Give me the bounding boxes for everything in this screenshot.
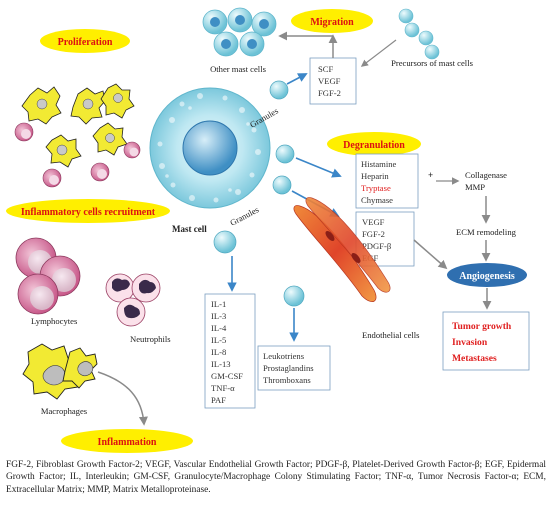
degranulation-oval: Degranulation: [327, 132, 421, 156]
macrophages-to-inflammation-arrow: [97, 371, 148, 426]
granule-contents-box: Histamine Heparin Tryptase Chymase: [355, 153, 419, 209]
lymphocytes-label: Lymphocytes: [31, 316, 78, 326]
inflammation-oval: Inflammation: [61, 429, 193, 453]
cytokine-item: TNF-α: [211, 383, 235, 393]
growth-factor-item: VEGF: [318, 76, 341, 86]
vegf-to-angiogenesis-arrow: [413, 239, 448, 270]
inflammation-label: Inflammation: [98, 437, 157, 448]
granule-content-item: Chymase: [361, 195, 393, 205]
lipid-item: Thromboxans: [263, 375, 311, 385]
tumor-outcome-item: Metastases: [452, 353, 497, 364]
granule-icons: [213, 80, 305, 307]
migration-label: Migration: [310, 17, 354, 28]
other-mast-cells-label: Other mast cells: [210, 64, 266, 74]
mast-cell-label: Mast cell: [172, 224, 207, 234]
precursors-icon: [398, 8, 440, 60]
mast-cell-icon: [149, 87, 271, 209]
granule-to-growth-factors-arrow: [286, 73, 308, 85]
tryptase-item: Tryptase: [361, 183, 391, 193]
tumor-outcomes-box: Tumor growth Invasion Metastases: [442, 311, 530, 371]
precursors-arrow: [360, 39, 397, 67]
growth-factor-item: FGF-2: [318, 88, 341, 98]
tumor-outcome-item: Tumor growth: [452, 321, 512, 332]
angio-factor-item: VEGF: [362, 217, 385, 227]
inflammatory-cells-icon: [14, 83, 141, 188]
cytokine-item: IL-5: [211, 335, 226, 345]
angio-factor-item: PDGF-β: [362, 241, 391, 251]
cytokine-item: IL-1: [211, 299, 226, 309]
lipid-mediators-box: Leukotriens Prostaglandins Thromboxans: [257, 345, 331, 391]
cytokine-item: IL-13: [211, 359, 231, 369]
cytokines-box: IL-1 IL-3 IL-4 IL-5 IL-8 IL-13 GM-CSF TN…: [204, 293, 256, 409]
tumor-outcome-item: Invasion: [452, 337, 488, 348]
granule-content-item: Heparin: [361, 171, 389, 181]
growth-factor-item: SCF: [318, 64, 334, 74]
granule-content-item: Histamine: [361, 159, 397, 169]
plus-sign: +: [428, 170, 433, 180]
granules-label-bottom: Granules: [228, 204, 261, 228]
cytokine-item: IL-8: [211, 347, 226, 357]
precursors-label: Precursors of mast cells: [391, 58, 474, 68]
inflammatory-recruitment-oval: Inflammatory cells recruitment: [6, 199, 170, 223]
neutrophils-icon: [105, 273, 161, 327]
migration-oval: Migration: [291, 9, 373, 33]
lipid-item: Prostaglandins: [263, 363, 314, 373]
other-mast-cells-icon: [202, 7, 277, 57]
endothelial-cells-icon: [293, 197, 391, 303]
figure-caption: FGF-2, Fibroblast Growth Factor-2; VEGF,…: [6, 460, 546, 495]
macrophages-icon: [22, 343, 98, 400]
neutrophils-label: Neutrophils: [130, 334, 171, 344]
inflammatory-recruitment-label: Inflammatory cells recruitment: [21, 207, 156, 218]
cytokine-item: PAF: [211, 395, 226, 405]
lipid-item: Leukotriens: [263, 351, 305, 361]
macrophages-label: Macrophages: [41, 406, 88, 416]
cytokine-item: IL-3: [211, 311, 226, 321]
cytokine-item: GM-CSF: [211, 371, 243, 381]
degranulation-label: Degranulation: [343, 140, 405, 151]
lymphocytes-icon: [15, 237, 81, 315]
ecm-remodeling-label: ECM remodeling: [456, 227, 517, 237]
angio-factor-item: FGF-2: [362, 229, 385, 239]
endothelial-cells-label: Endothelial cells: [362, 330, 420, 340]
cytokine-item: IL-4: [211, 323, 227, 333]
mast-cell-diagram: Proliferation Migration Degranulation In…: [6, 7, 530, 453]
collagenase-label: Collagenase: [465, 170, 507, 180]
angiogenesis-label: Angiogenesis: [459, 271, 515, 282]
proliferation-oval: Proliferation: [40, 29, 130, 53]
granule-to-histamine-arrow: [295, 157, 342, 178]
angiogenesis-oval: Angiogenesis: [447, 263, 527, 287]
mmp-label: MMP: [465, 182, 485, 192]
growth-factors-box: SCF VEGF FGF-2: [309, 57, 357, 105]
proliferation-label: Proliferation: [58, 37, 113, 48]
